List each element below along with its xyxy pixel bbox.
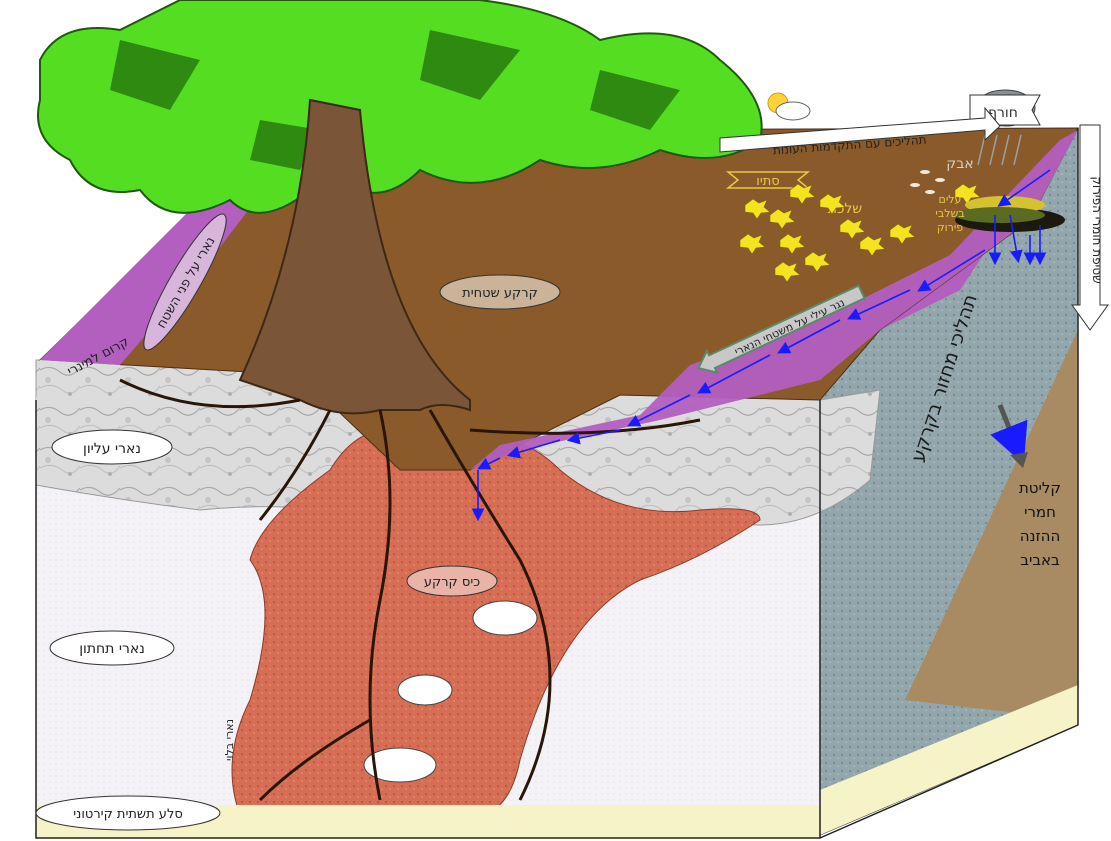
lower-limestone-label: נארי תחתון [79, 641, 145, 657]
limestone-lens-1 [473, 601, 537, 635]
limestone-lens-2 [398, 675, 452, 705]
bedrock-callout: סלע תשתית קירטוני [36, 796, 220, 830]
dust-label: אבק [946, 156, 973, 172]
absorption-label-1: קליטת [1019, 479, 1061, 497]
leaves-decay-label-3: פירוק [937, 221, 963, 234]
lower-limestone-callout: נארי תחתון [50, 631, 174, 665]
surface-soil-callout: קרקע שטחית [440, 275, 560, 309]
upper-limestone-label: נארי עליון [83, 441, 141, 457]
soil-pocket-callout: כיס קרקע [407, 566, 497, 596]
surface-soil-label: קרקע שטחית [462, 286, 538, 301]
absorption-label-3: ההזנה [1020, 527, 1061, 545]
absorption-label-2: חמרי [1024, 503, 1056, 521]
absorption-label-4: באביב [1020, 551, 1060, 569]
bedrock-label: סלע תשתית קירטוני [73, 807, 183, 822]
soil-pocket-label: כיס קרקע [424, 575, 480, 590]
autumn-label: סתיו [756, 174, 779, 189]
leaves-decay-label-1: עלים [939, 193, 962, 206]
upper-limestone-callout: נארי עליון [52, 430, 172, 464]
leaves-decay-label-2: בשלבי [935, 207, 964, 220]
weathered-limestone-label: נארי בלוי [223, 719, 236, 761]
leaching-label: שטיפת חומרי הפירוק [1090, 176, 1104, 283]
sun-cloud-icon [768, 93, 810, 120]
